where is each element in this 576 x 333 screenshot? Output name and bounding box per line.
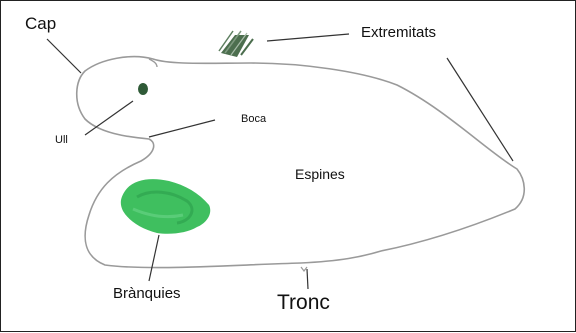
label-cap: Cap	[25, 15, 56, 32]
label-tronc: Tronc	[277, 292, 330, 313]
leader-lines	[47, 34, 513, 289]
label-ull: Ull	[55, 135, 68, 146]
leader-tronc	[307, 269, 308, 289]
extremity-sketch	[219, 31, 253, 57]
leader-boca	[149, 120, 215, 137]
leader-ull	[85, 101, 133, 135]
gills	[121, 179, 210, 234]
label-extremitats: Extremitats	[361, 25, 436, 40]
label-branquies: Brànquies	[113, 286, 181, 301]
leader-branquies	[149, 235, 159, 281]
leader-extremitats-tip	[447, 58, 513, 161]
label-espines: Espines	[295, 167, 345, 181]
leader-extremitats	[267, 34, 349, 41]
leader-cap	[47, 39, 81, 73]
tronc-tick	[301, 267, 307, 271]
eye	[138, 83, 148, 95]
label-boca: Boca	[241, 114, 266, 125]
